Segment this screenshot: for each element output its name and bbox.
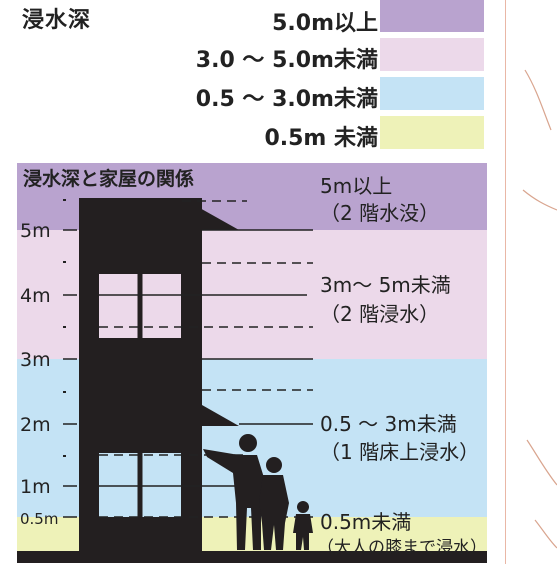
legend-swatch-under-0.5m: [380, 116, 484, 149]
tick-label-5m: 5m: [20, 220, 51, 242]
flood-depth-diagram: 浸水深と家屋の関係 5m 4m 3m 2m 1m 0.5m: [17, 163, 487, 563]
band-note-5m-over: （2 階水没）: [320, 201, 439, 225]
family-silhouette: [203, 434, 313, 550]
band-label-5m-over: 5m以上: [320, 174, 392, 198]
legend-title: 浸水深: [22, 8, 92, 33]
band-note-under-0.5m: （大人の膝まで浸水）: [317, 538, 487, 558]
tick-label-3m: 3m: [20, 349, 51, 371]
legend-swatch-3-5m: [380, 38, 484, 71]
diagram-title: 浸水深と家屋の関係: [23, 167, 194, 190]
band-note-0.5-3m: （1 階床上浸水）: [320, 440, 479, 464]
legend-label-3-5m: 3.0 ～ 5.0m未満: [195, 48, 378, 73]
legend-label-5m-over: 5.0m以上: [272, 11, 378, 36]
minor-ticks: [63, 199, 66, 457]
tick-label-2m: 2m: [20, 414, 51, 436]
depth-axis: [63, 229, 77, 518]
house-silhouette: [79, 198, 239, 551]
band-label-3-5m: 3m～ 5m未満: [320, 273, 451, 297]
band-label-under-0.5m: 0.5m未満: [320, 510, 411, 534]
tick-label-1m: 1m: [20, 476, 51, 498]
decorative-curves: [522, 69, 557, 549]
tick-label-4m: 4m: [20, 285, 51, 307]
legend-swatch-5m-over: [380, 0, 484, 32]
legend-swatch-0.5-3m: [380, 77, 484, 110]
legend-label-0.5-3m: 0.5 ～ 3.0m未満: [195, 87, 378, 112]
ground: [17, 551, 487, 563]
level-lines: [99, 229, 313, 487]
right-divider: [505, 0, 506, 564]
legend-label-under-0.5m: 0.5m 未満: [264, 126, 378, 151]
tick-label-0.5m: 0.5m: [20, 510, 58, 528]
band-label-0.5-3m: 0.5 ～ 3m未満: [320, 412, 457, 436]
band-note-3-5m: （2 階浸水）: [320, 302, 439, 326]
